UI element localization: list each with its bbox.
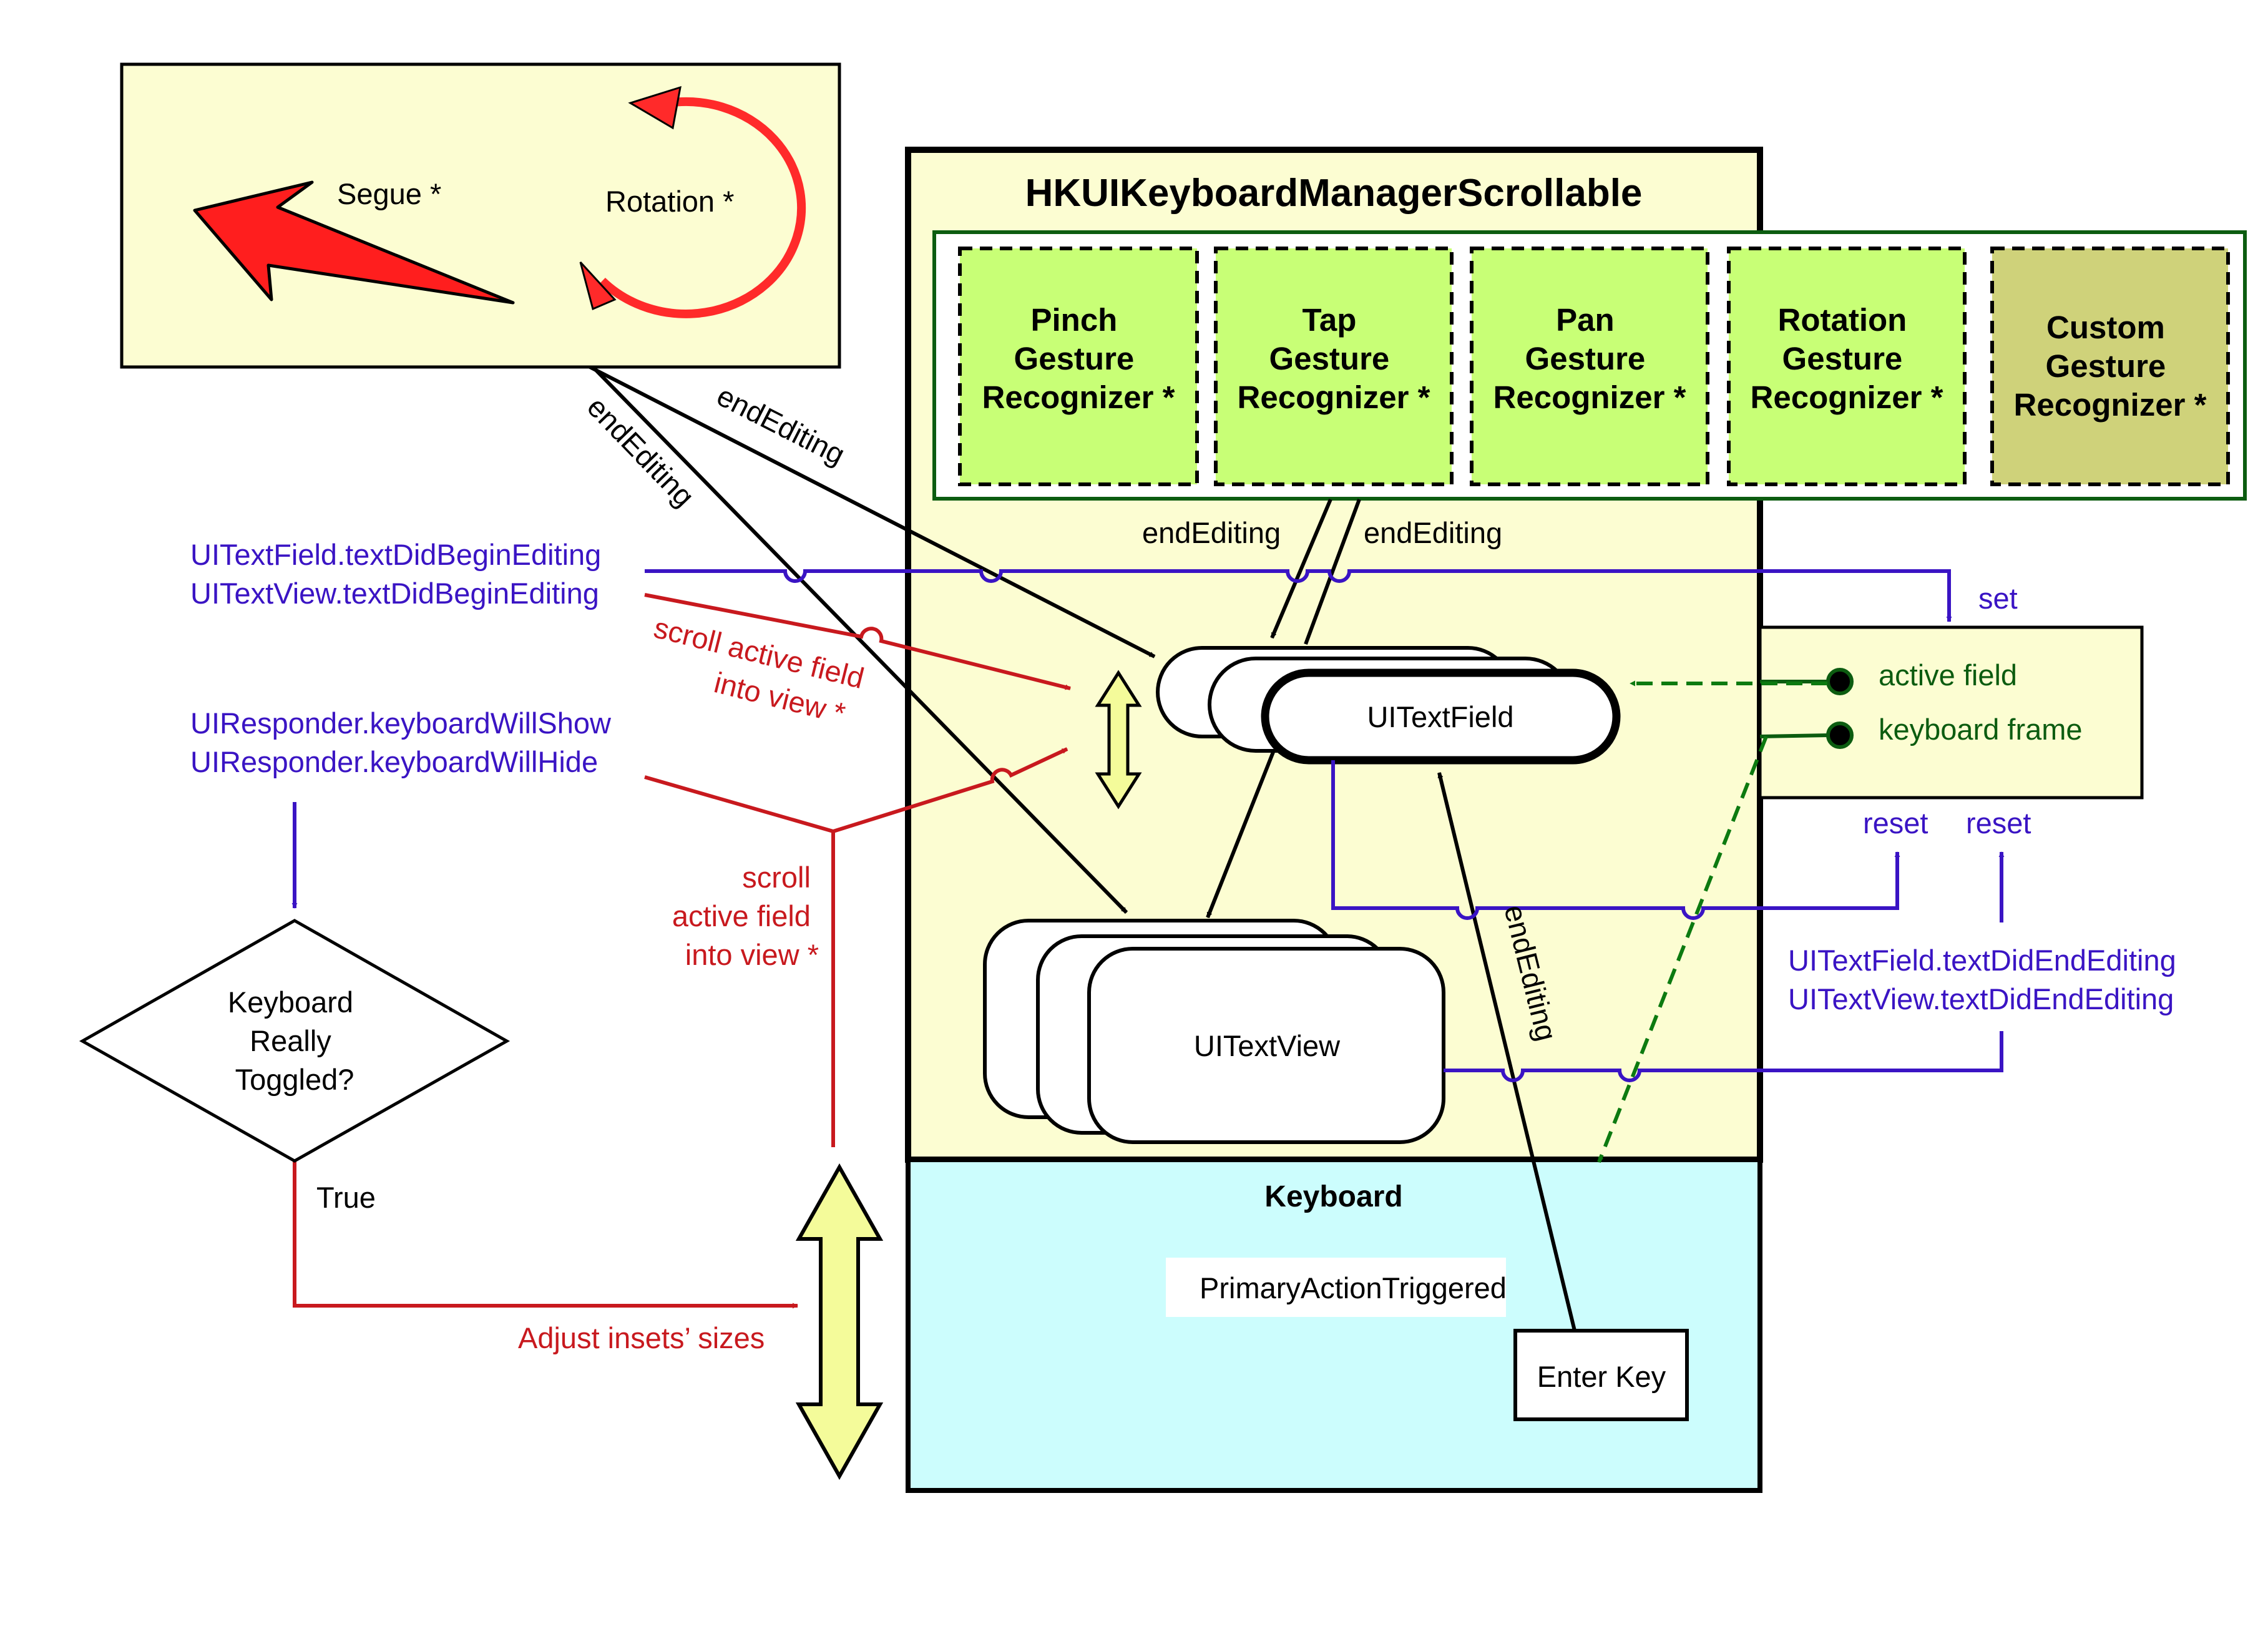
end-editing-label-3: endEditing xyxy=(1142,516,1281,549)
enter-key[interactable]: Enter Key xyxy=(1513,1329,1689,1421)
text-view-stack: UITextView xyxy=(983,919,1445,1144)
svg-text:Pinch Gesture: Pinch Gesture Recognizer * xyxy=(982,302,1175,415)
segue-arrow-icon xyxy=(193,180,515,305)
connectors xyxy=(291,365,2005,1331)
end-editing-label-2: endEditing xyxy=(581,390,701,513)
pinch-gesture-recognizer: Pinch Gesture Recognizer * xyxy=(958,247,1199,486)
system-events-box: Segue * Rotation * xyxy=(120,62,841,369)
reset-label-2: reset xyxy=(1966,806,2031,839)
rotation-icon xyxy=(579,86,806,318)
svg-text:Tap Gesture Re: Tap Gesture Recognizer * xyxy=(1238,302,1430,415)
begin-editing-field-label: UITextField.textDidBeginEditing xyxy=(190,538,601,571)
decision-diamond: Keyboard Really Toggled? xyxy=(79,919,511,1163)
will-hide-label: UIResponder.keyboardWillHide xyxy=(190,745,598,778)
text-field-label: UITextField xyxy=(1367,700,1513,733)
end-editing-label-1: endEditing xyxy=(711,379,850,471)
active-field-port-icon xyxy=(1826,668,1854,695)
keyboard-frame-label: keyboard frame xyxy=(1879,713,2083,746)
scroll-label-top: scroll active field into view * xyxy=(642,610,876,734)
gesture-recognizers: Pinch Gesture Recognizer * Tap Gesture R… xyxy=(958,247,2230,486)
end-editing-label-4: endEditing xyxy=(1364,516,1502,549)
rotation-label: Rotation * xyxy=(605,185,734,218)
manager-title: HKUIKeyboardManagerScrollable xyxy=(1025,172,1643,215)
custom-gesture-recognizer: Custom Gesture Recognizer * xyxy=(1990,247,2230,486)
enter-key-label: Enter Key xyxy=(1537,1360,1666,1393)
set-label: set xyxy=(1978,582,2018,615)
adjust-insets-label: Adjust insets’ sizes xyxy=(518,1321,765,1354)
text-view-label: UITextView xyxy=(1194,1029,1341,1062)
keyboard-title: Keyboard xyxy=(1264,1180,1402,1213)
primary-action-box xyxy=(1166,1258,1506,1317)
svg-text:Custom Gesture: Custom Gesture Recognizer * xyxy=(2014,310,2207,423)
reset-label-1: reset xyxy=(1863,806,1928,839)
scroll-label-mid: scroll active field into view * xyxy=(672,861,819,971)
rotation-gesture-recognizer: Rotation Gesture Recognizer * xyxy=(1727,247,1967,486)
active-field-label: active field xyxy=(1879,658,2017,692)
small-scroll-double-arrow-icon xyxy=(1095,670,1142,810)
keyboard-area: Keyboard PrimaryActionTriggered xyxy=(906,1157,1762,1493)
svg-text:Pan Gesture Re: Pan Gesture Recognizer * xyxy=(1493,302,1686,415)
inset-double-arrow-icon xyxy=(795,1163,884,1480)
state-box: active field keyboard frame xyxy=(1758,625,2144,800)
tap-gesture-recognizer: Tap Gesture Recognizer * xyxy=(1214,247,1454,486)
text-field-stack: UITextField xyxy=(1156,646,1621,765)
segue-label: Segue * xyxy=(337,177,441,210)
begin-editing-view-label: UITextView.textDidBeginEditing xyxy=(190,577,599,610)
true-label: True xyxy=(316,1181,376,1214)
end-editing-view-label: UITextView.textDidEndEditing xyxy=(1788,982,2174,1015)
end-editing-field-label: UITextField.textDidEndEditing xyxy=(1788,944,2176,977)
keyboard-frame-port-icon xyxy=(1826,722,1854,749)
primary-action-label: PrimaryActionTriggered xyxy=(1200,1271,1507,1304)
pan-gesture-recognizer: Pan Gesture Recognizer * xyxy=(1470,247,1709,486)
svg-text:Rotation Gesture: Rotation Gesture Recognizer * xyxy=(1751,302,1943,415)
svg-text:Keyboard Really To: Keyboard Really Toggled? xyxy=(228,986,361,1096)
will-show-label: UIResponder.keyboardWillShow xyxy=(190,707,612,740)
